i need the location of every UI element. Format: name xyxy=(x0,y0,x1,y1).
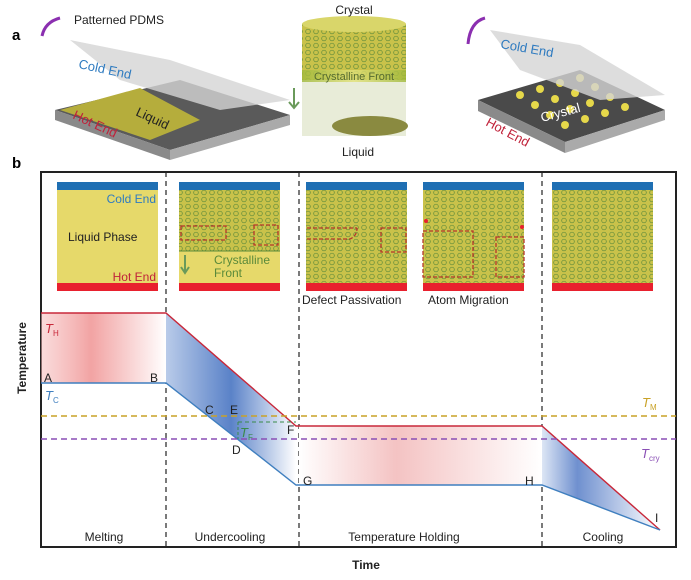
crystal-label: Crystal xyxy=(335,3,372,17)
schematic-defect: Defect Passivation xyxy=(302,182,407,307)
point-b: B xyxy=(150,371,158,385)
point-d: D xyxy=(232,443,241,457)
liquid-phase-label: Liquid Phase xyxy=(68,230,138,244)
pdms-label: Patterned PDMS xyxy=(74,13,164,27)
stage-holding: Temperature Holding xyxy=(348,530,459,544)
middle-cylinder: Crystal Crystalline Front Liquid xyxy=(288,3,408,159)
liquid-label: Liquid xyxy=(342,145,374,159)
stage-melting: Melting xyxy=(85,530,124,544)
peel-arrow-icon xyxy=(40,16,61,37)
schematic-crystal xyxy=(552,182,653,291)
schematic-liquid: Cold End Liquid Phase Hot End xyxy=(57,182,158,291)
tf-symbol: TF xyxy=(240,425,253,442)
peel-arrow-icon xyxy=(466,16,486,45)
tcry-symbol: Tcry xyxy=(641,446,660,463)
panel-b-label: b xyxy=(12,155,21,172)
point-a: A xyxy=(44,371,52,385)
front-label: Crystalline xyxy=(214,253,270,267)
y-axis-label: Temperature xyxy=(15,322,29,394)
down-arrow-icon xyxy=(180,255,190,275)
pdms-sheet xyxy=(70,40,290,110)
x-axis-label: Time xyxy=(352,558,380,572)
point-e: E xyxy=(230,403,238,417)
stage-undercooling: Undercooling xyxy=(195,530,266,544)
point-h: H xyxy=(525,474,534,488)
point-g: G xyxy=(303,474,312,488)
cold-end-curve xyxy=(41,382,661,531)
hot-end-curve xyxy=(41,312,661,531)
down-arrow-icon xyxy=(288,88,300,110)
point-c: C xyxy=(205,403,214,417)
tm-symbol: TM xyxy=(642,395,657,412)
point-i: I xyxy=(655,511,658,525)
panel-a-label: a xyxy=(12,27,21,44)
point-f: F xyxy=(287,423,294,437)
th-symbol: TH xyxy=(45,321,59,338)
hot-end-label: Hot End xyxy=(113,270,156,284)
defect-passivation-label: Defect Passivation xyxy=(302,293,401,307)
liquid-film xyxy=(60,88,200,140)
tc-symbol: TC xyxy=(45,388,59,405)
front-label: Crystalline Front xyxy=(314,71,394,83)
right-device: Cold End Hot End Crystal xyxy=(466,16,665,153)
schematic-migration: Atom Migration xyxy=(422,182,525,307)
cold-end-label: Cold End xyxy=(107,192,156,206)
stage-cooling: Cooling xyxy=(583,530,624,544)
temperature-profile xyxy=(41,312,676,531)
schematic-front: Crystalline Front xyxy=(179,182,280,291)
atom-migration-label: Atom Migration xyxy=(428,293,509,307)
left-device: Patterned PDMS Cold End Hot End Liquid xyxy=(40,13,290,160)
front-label-2: Front xyxy=(214,266,243,280)
